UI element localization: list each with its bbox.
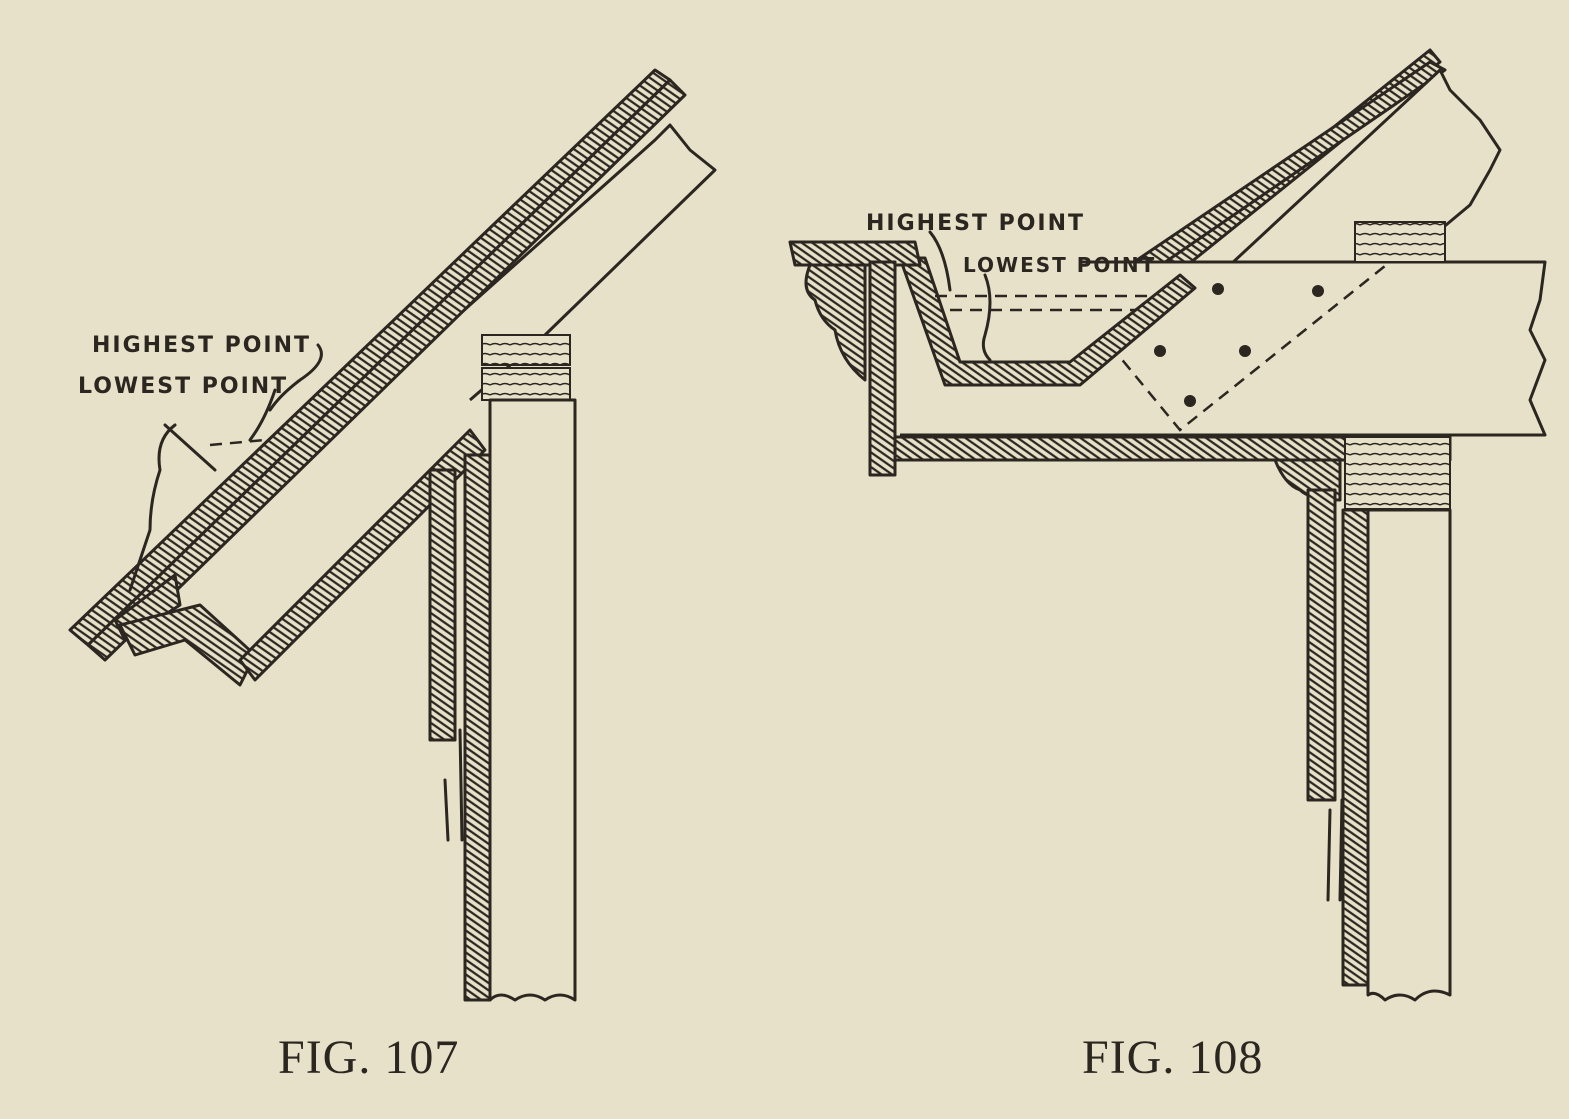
gutter-side-107 (163, 423, 217, 472)
highest-point-label-107: HIGHEST POINT (92, 333, 311, 358)
leader-lowest-108 (981, 273, 992, 362)
highest-point-label-108: HIGHEST POINT (866, 211, 1085, 236)
gutter-lip-107 (128, 423, 177, 592)
figure-caption-107: FIG. 107 (278, 1031, 460, 1084)
post-108 (1366, 508, 1452, 1002)
soffit-107 (238, 428, 487, 682)
figure-107: HIGHEST POINT LOWEST POINT (68, 68, 717, 1002)
wall-plate-108 (1344, 436, 1451, 510)
leader-highest-107 (268, 343, 323, 412)
siding-107 (463, 453, 492, 1002)
post-107 (488, 398, 577, 1002)
leader-highest-108 (928, 230, 952, 292)
plate-108 (1354, 221, 1446, 263)
sheathing-wall-108 (1341, 508, 1370, 987)
nail (1239, 345, 1251, 357)
crown-moulding-108 (804, 263, 867, 382)
siding-108 (1306, 488, 1337, 802)
nail (1184, 395, 1196, 407)
lowest-point-label-108: LOWEST POINT (963, 253, 1156, 277)
plate-bottom-107 (481, 367, 571, 401)
level-line-107 (209, 438, 266, 447)
sheathing-107 (86, 78, 687, 662)
figure-caption-108: FIG. 108 (1082, 1031, 1264, 1084)
trim-108 (1326, 798, 1344, 902)
gutter-front-108 (868, 260, 897, 477)
nail (1154, 345, 1166, 357)
nail (1312, 285, 1324, 297)
gusset-outline-108 (1109, 261, 1391, 432)
trim-107 (443, 728, 464, 842)
lowest-point-label-107: LOWEST POINT (78, 374, 288, 399)
joist-108 (900, 260, 1547, 437)
rafter-108 (1228, 68, 1502, 267)
figure-108: HIGHEST POINT LOWEST POINT (788, 48, 1547, 1002)
nail (1212, 283, 1224, 295)
plate-top-107 (481, 334, 571, 366)
siding-outer-107 (428, 468, 457, 742)
gutter-bottom-107 (118, 603, 257, 687)
gutter-top-board-108 (788, 240, 922, 267)
gutter-lining-108 (898, 256, 1197, 387)
leader-lowest-107 (248, 388, 277, 442)
